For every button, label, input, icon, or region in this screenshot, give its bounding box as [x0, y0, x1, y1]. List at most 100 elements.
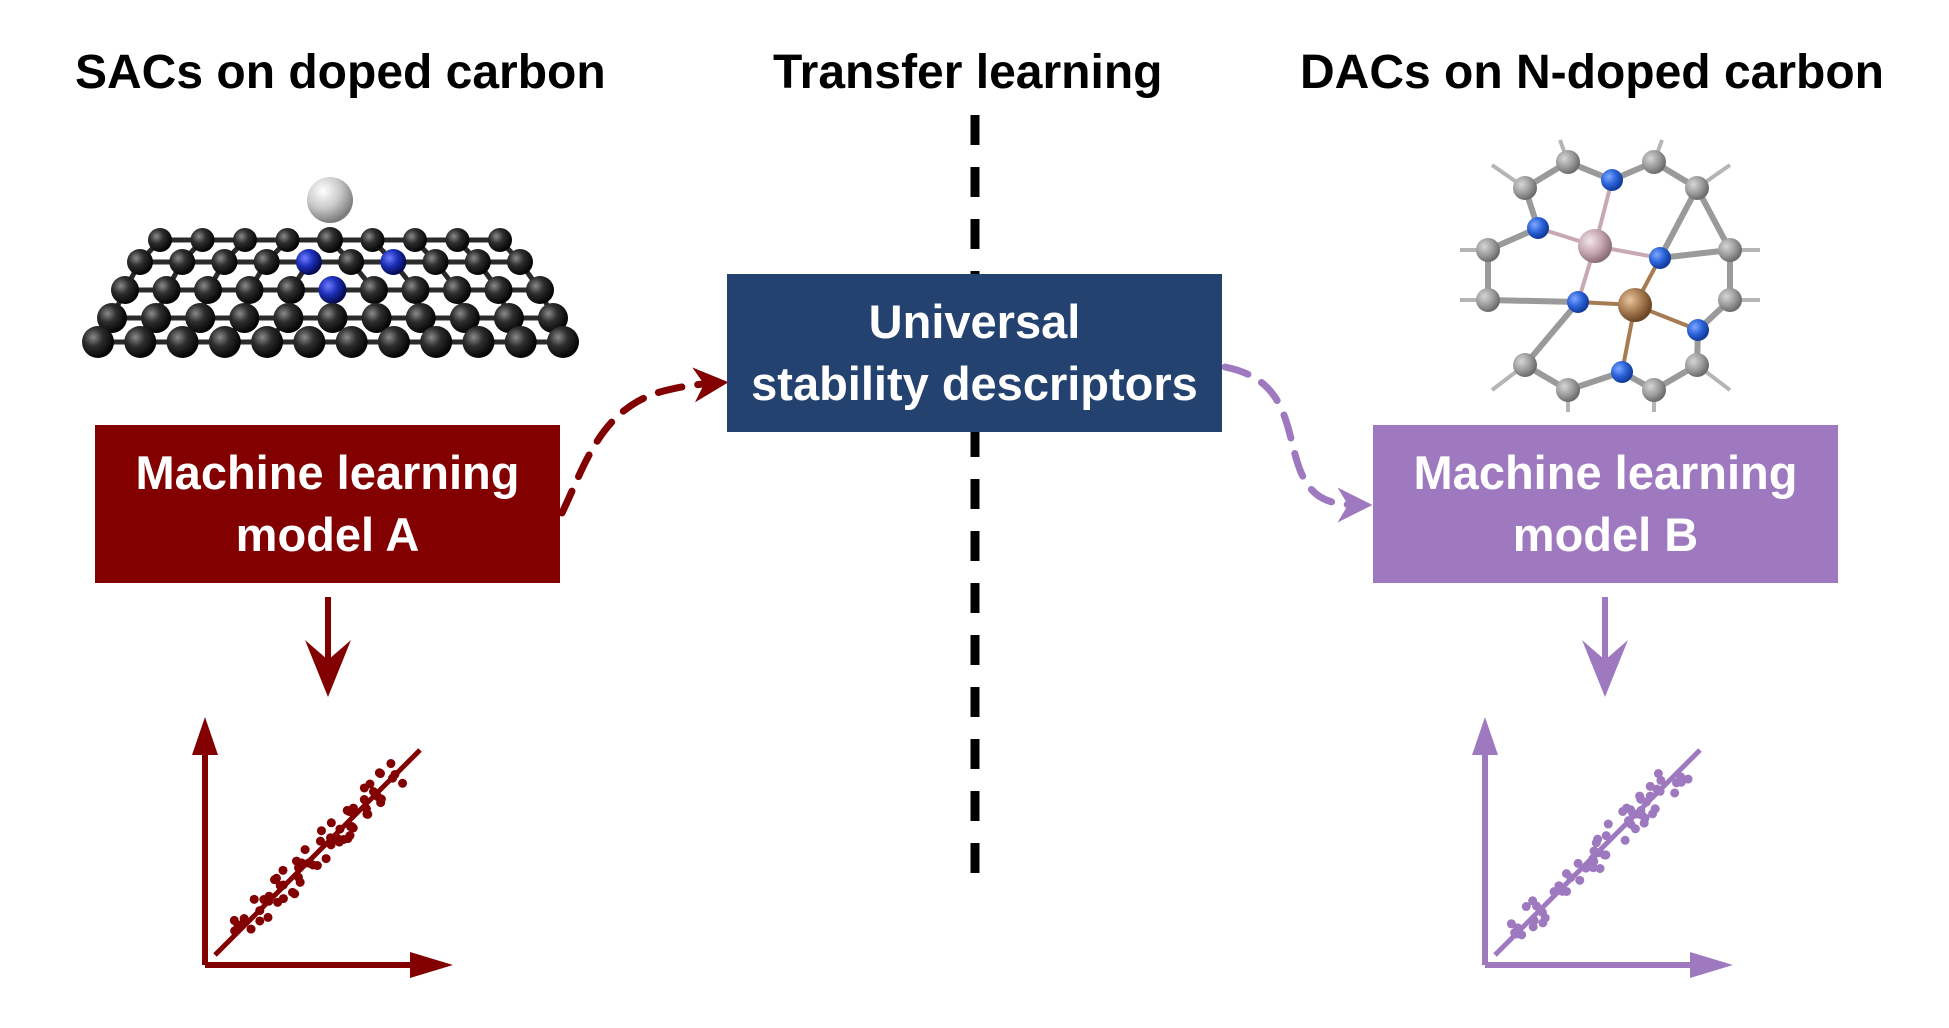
single-atom-catalyst-structure-icon	[82, 177, 579, 358]
plot-point	[294, 863, 304, 873]
carbon-atom	[273, 303, 304, 333]
plot-point	[315, 836, 325, 846]
plot-point	[390, 769, 400, 779]
carbon-atom	[111, 276, 139, 304]
carbon-atom	[169, 249, 196, 275]
carbon-atom	[401, 276, 430, 304]
parity-plot-b-icon	[1472, 717, 1733, 978]
carbon-atom	[445, 228, 470, 252]
plot-point	[376, 798, 386, 808]
plot-point	[1552, 886, 1562, 896]
plot-point	[1538, 918, 1548, 928]
carbon-atom	[317, 303, 348, 333]
plot-y-axis-arrowhead	[1472, 717, 1498, 755]
carbon-atom	[405, 303, 436, 333]
carbon-atom	[235, 276, 264, 304]
nitrogen-atom	[380, 249, 407, 275]
down-arrow-a	[305, 597, 351, 697]
carbon-atom	[443, 276, 471, 304]
plot-point	[308, 860, 318, 870]
plot-point	[326, 818, 336, 828]
plot-point	[1588, 863, 1598, 873]
carbon-atom	[141, 303, 172, 333]
plot-point	[1599, 850, 1609, 860]
carbon-atom	[484, 276, 513, 304]
carbon-atom	[211, 249, 238, 275]
plot-point	[321, 854, 331, 864]
heading-dacs: DACs on N-doped carbon	[1300, 46, 1884, 99]
plot-point	[1591, 838, 1601, 848]
plot-point	[334, 837, 344, 847]
carbon-atom	[403, 228, 427, 252]
carbon-atom	[1476, 238, 1500, 262]
carbon-atom	[194, 276, 222, 304]
nitrogen-atom	[1567, 291, 1589, 313]
plot-point	[263, 912, 273, 922]
plot-point	[1683, 774, 1693, 784]
carbon-atom	[1685, 353, 1709, 377]
plot-point	[1636, 806, 1646, 816]
plot-point	[348, 823, 358, 833]
carbon-atom	[293, 326, 326, 358]
carbon-atom	[166, 326, 199, 358]
carbon-atom	[127, 249, 153, 275]
carbon-atom	[361, 303, 392, 333]
plot-point	[1622, 803, 1632, 813]
carbon-atom	[124, 326, 157, 358]
carbon-atom	[338, 249, 365, 275]
plot-point	[1603, 819, 1613, 829]
plot-point	[230, 926, 240, 936]
metal-atom	[307, 177, 353, 223]
carbon-atom	[1718, 238, 1742, 262]
plot-point	[1630, 824, 1640, 834]
plot-point	[1624, 816, 1634, 826]
plot-point	[1528, 896, 1538, 906]
transfer-arrow-a-to-descriptors	[558, 367, 729, 517]
plot-point	[335, 824, 345, 834]
plot-point	[278, 865, 288, 875]
plot-point	[1561, 869, 1571, 879]
plot-point	[1670, 788, 1680, 798]
plot-point	[1601, 831, 1611, 841]
plot-point	[255, 906, 265, 916]
plot-point	[363, 809, 373, 819]
plot-point	[1590, 847, 1600, 857]
carbon-atom	[464, 249, 491, 275]
plot-x-axis-arrowhead	[410, 952, 453, 978]
plot-point	[1528, 922, 1538, 932]
carbon-atom	[1685, 176, 1709, 200]
carbon-atom	[229, 303, 260, 333]
plot-point	[343, 834, 353, 844]
carbon-atom	[253, 249, 280, 275]
nitrogen-atom	[1649, 247, 1671, 269]
carbon-atom	[152, 276, 181, 304]
carbon-atom	[190, 228, 215, 252]
plot-point	[1575, 875, 1585, 885]
carbon-atom	[507, 249, 533, 275]
model-a-box: Machine learning model A	[95, 425, 560, 583]
carbon-atom	[526, 276, 554, 304]
carbon-atom	[1513, 176, 1537, 200]
plot-point	[290, 889, 300, 899]
carbon-atom	[488, 228, 512, 252]
plot-point	[1521, 902, 1531, 912]
carbon-atom	[82, 326, 114, 358]
plot-point	[1581, 863, 1591, 873]
carbon-atom	[360, 276, 388, 304]
plot-point	[278, 894, 288, 904]
universal-descriptors-box: Universal stability descriptors	[727, 274, 1222, 432]
descriptors-line-1: Universal	[868, 295, 1081, 348]
plot-point	[249, 894, 259, 904]
descriptors-line-2: stability descriptors	[751, 357, 1198, 410]
carbon-atom	[1718, 288, 1742, 312]
plot-point	[293, 872, 303, 882]
plot-point	[1635, 791, 1645, 801]
heading-sacs: SACs on doped carbon	[75, 46, 606, 99]
nitrogen-atom	[1687, 319, 1709, 341]
carbon-atom	[1642, 150, 1666, 174]
carbon-atom	[1556, 378, 1580, 402]
plot-point	[359, 795, 369, 805]
carbon-atom	[208, 326, 241, 358]
metal-atom-2	[1618, 288, 1652, 322]
